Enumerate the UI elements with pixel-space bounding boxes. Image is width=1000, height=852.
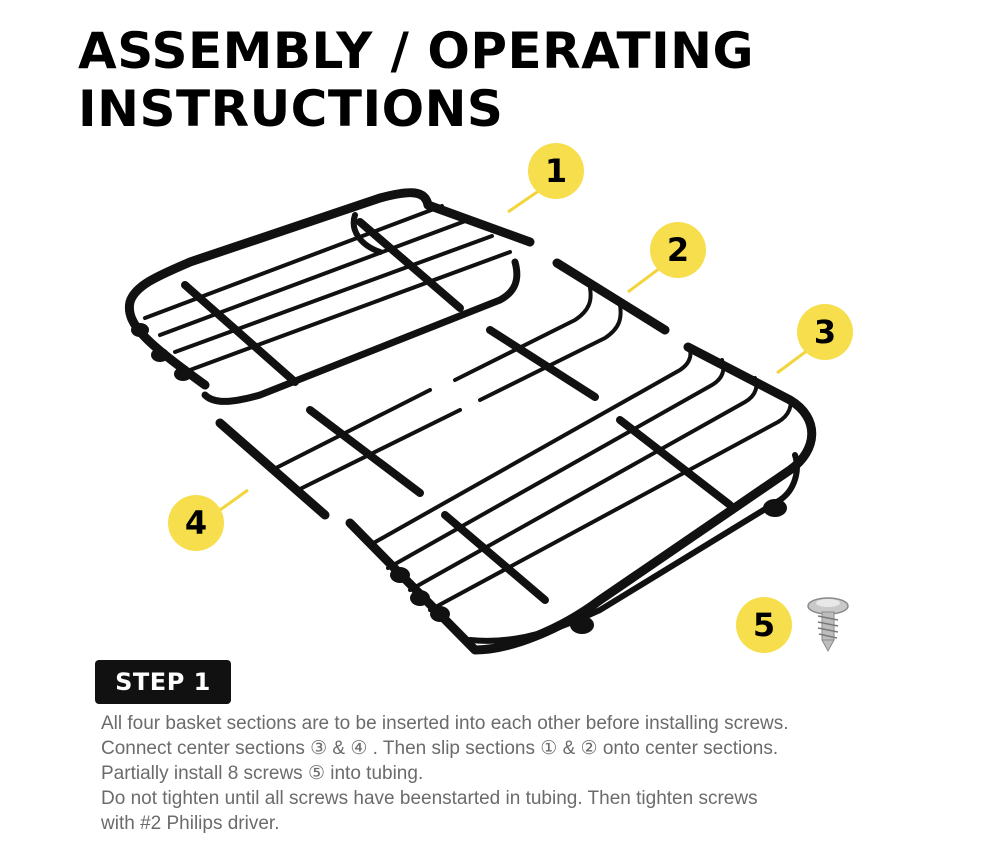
basket-section-2 xyxy=(453,258,670,402)
leader-lines xyxy=(219,188,809,512)
step-badge: STEP 1 xyxy=(95,660,231,704)
callout-2: 2 xyxy=(650,222,706,278)
step-label: STEP 1 xyxy=(115,668,211,696)
callout-4: 4 xyxy=(168,495,224,551)
page-title: ASSEMBLY / OPERATING INSTRUCTIONS xyxy=(78,22,754,138)
basket-section-4 xyxy=(215,388,462,520)
callout-3: 3 xyxy=(797,304,853,360)
instruction-line: with #2 Philips driver. xyxy=(101,813,280,834)
instruction-line: Partially install 8 screws ⑤ into tubing… xyxy=(101,763,424,784)
screw-icon xyxy=(807,597,849,653)
instruction-line: Do not tighten until all screws have bee… xyxy=(101,788,758,809)
basket-section-1 xyxy=(124,188,535,405)
instructions-text: All four basket sections are to be inser… xyxy=(101,711,961,836)
callout-1: 1 xyxy=(528,143,584,199)
title-line-2: INSTRUCTIONS xyxy=(78,80,504,138)
title-line-1: ASSEMBLY / OPERATING xyxy=(78,22,755,80)
callout-5: 5 xyxy=(736,597,792,653)
instruction-line: Connect center sections ③ & ④ . Then sli… xyxy=(101,738,779,759)
basket-section-3 xyxy=(345,342,817,655)
instruction-line: All four basket sections are to be inser… xyxy=(101,713,789,734)
